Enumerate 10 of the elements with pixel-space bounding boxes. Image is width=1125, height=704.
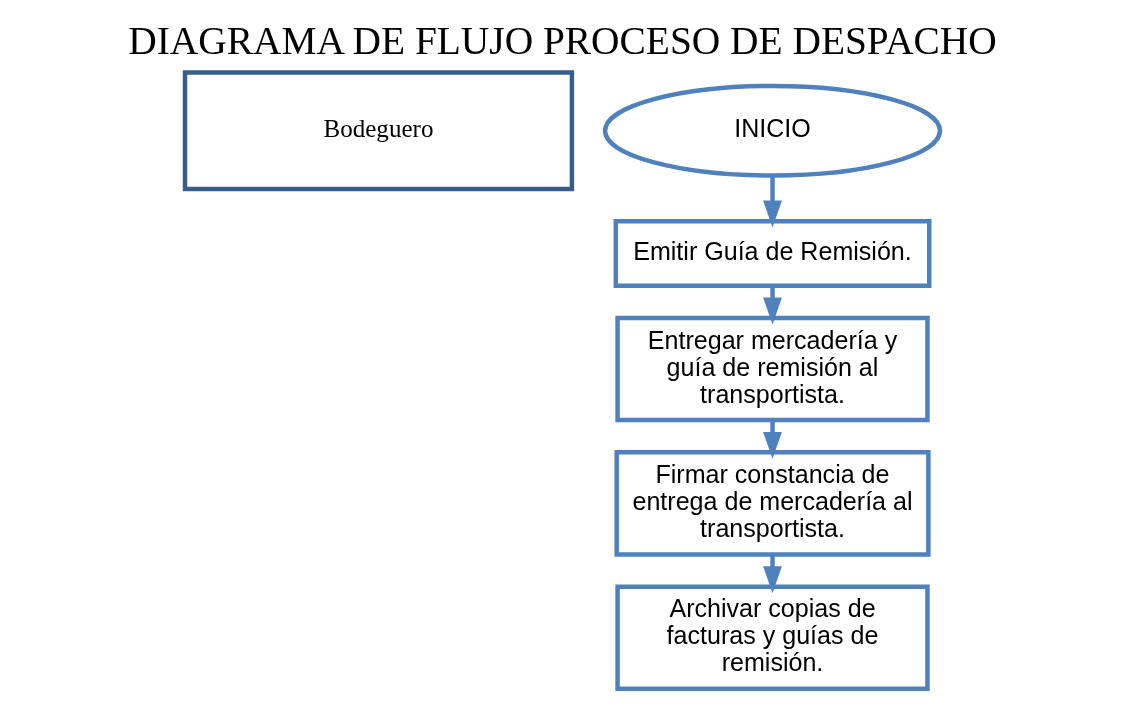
node-box: Firmar constancia de entrega de mercadería al transportista.	[614, 450, 931, 557]
node-box: Entregar mercadería y guía de remisión al transportista.	[615, 315, 930, 423]
arrow	[763, 420, 782, 459]
arrow	[763, 285, 782, 325]
diagram-title: DIAGRAMA DE FLUJO PROCESO DE DESPACHO	[128, 18, 997, 63]
node-ellipse: INICIO	[602, 83, 943, 178]
node-box: Archivar copias de facturas y guías de remisión.	[615, 584, 930, 691]
node-box: Emitir Guía de Remisión.	[613, 219, 932, 288]
arrow	[763, 175, 782, 228]
node-box: Bodeguero	[182, 70, 575, 192]
